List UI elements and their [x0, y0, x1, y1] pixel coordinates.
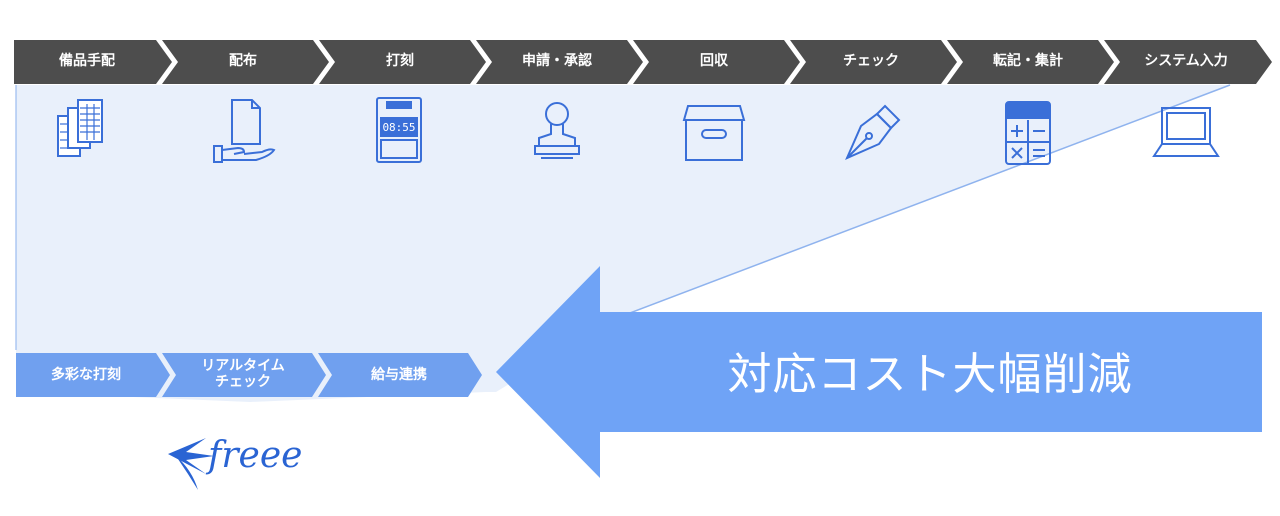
step-label-3: 打刻 [386, 53, 414, 69]
process-shade-area [16, 85, 1230, 392]
step-label-6: チェック [843, 53, 899, 69]
chevron-step-5 [633, 40, 800, 84]
step-label-4: 申請・承認 [522, 53, 592, 69]
freee-chevron-2 [162, 353, 326, 397]
hand-document-icon [213, 99, 276, 163]
chevron-step-3 [319, 40, 486, 84]
freee-step-label-3: 給与連携 [339, 367, 459, 383]
freee-step-2-line2: チェック [215, 374, 271, 390]
document-stack-icon [57, 99, 103, 157]
chevron-step-1 [14, 40, 172, 84]
cost-reduction-text: 対応コスト大幅削減 [727, 349, 1133, 400]
freee-logo-text: freee [208, 435, 303, 476]
freee-chevron-3 [318, 353, 482, 397]
chevron-step-7 [947, 40, 1114, 84]
step-label-7: 転記・集計 [993, 53, 1063, 69]
freee-step-label-2: リアルタイム チェック [183, 358, 303, 390]
chevron-step-8 [1104, 40, 1272, 84]
storage-box-icon [682, 105, 746, 161]
step-label-5: 回収 [700, 53, 728, 69]
freee-chevron-1 [16, 353, 170, 397]
stamp-icon [534, 102, 580, 159]
pen-nib-icon [845, 104, 901, 160]
freee-bird-icon [168, 438, 214, 490]
time-clock-icon: 08:55 [376, 97, 422, 163]
chevron-step-4 [476, 40, 643, 84]
freee-step-label-1: 多彩な打刻 [26, 367, 146, 383]
bottom-chevron-row [16, 353, 482, 397]
laptop-icon [1152, 107, 1220, 157]
step-label-8: システム入力 [1144, 53, 1228, 69]
step-label-1: 備品手配 [59, 53, 115, 69]
cost-reduction-arrow [496, 266, 1262, 478]
freee-step-2-line1: リアルタイム [201, 358, 285, 374]
calculator-icon [1005, 101, 1051, 165]
freee-step-3-line1: 給与連携 [371, 367, 427, 383]
top-chevron-row [14, 40, 1272, 84]
clock-time-display: 08:55 [382, 121, 415, 134]
chevron-step-6 [790, 40, 957, 84]
freee-step-1-line1: 多彩な打刻 [51, 367, 121, 383]
chevron-step-2 [162, 40, 329, 84]
step-label-2: 配布 [229, 53, 257, 69]
shade-diagonal-edge [621, 84, 1231, 317]
